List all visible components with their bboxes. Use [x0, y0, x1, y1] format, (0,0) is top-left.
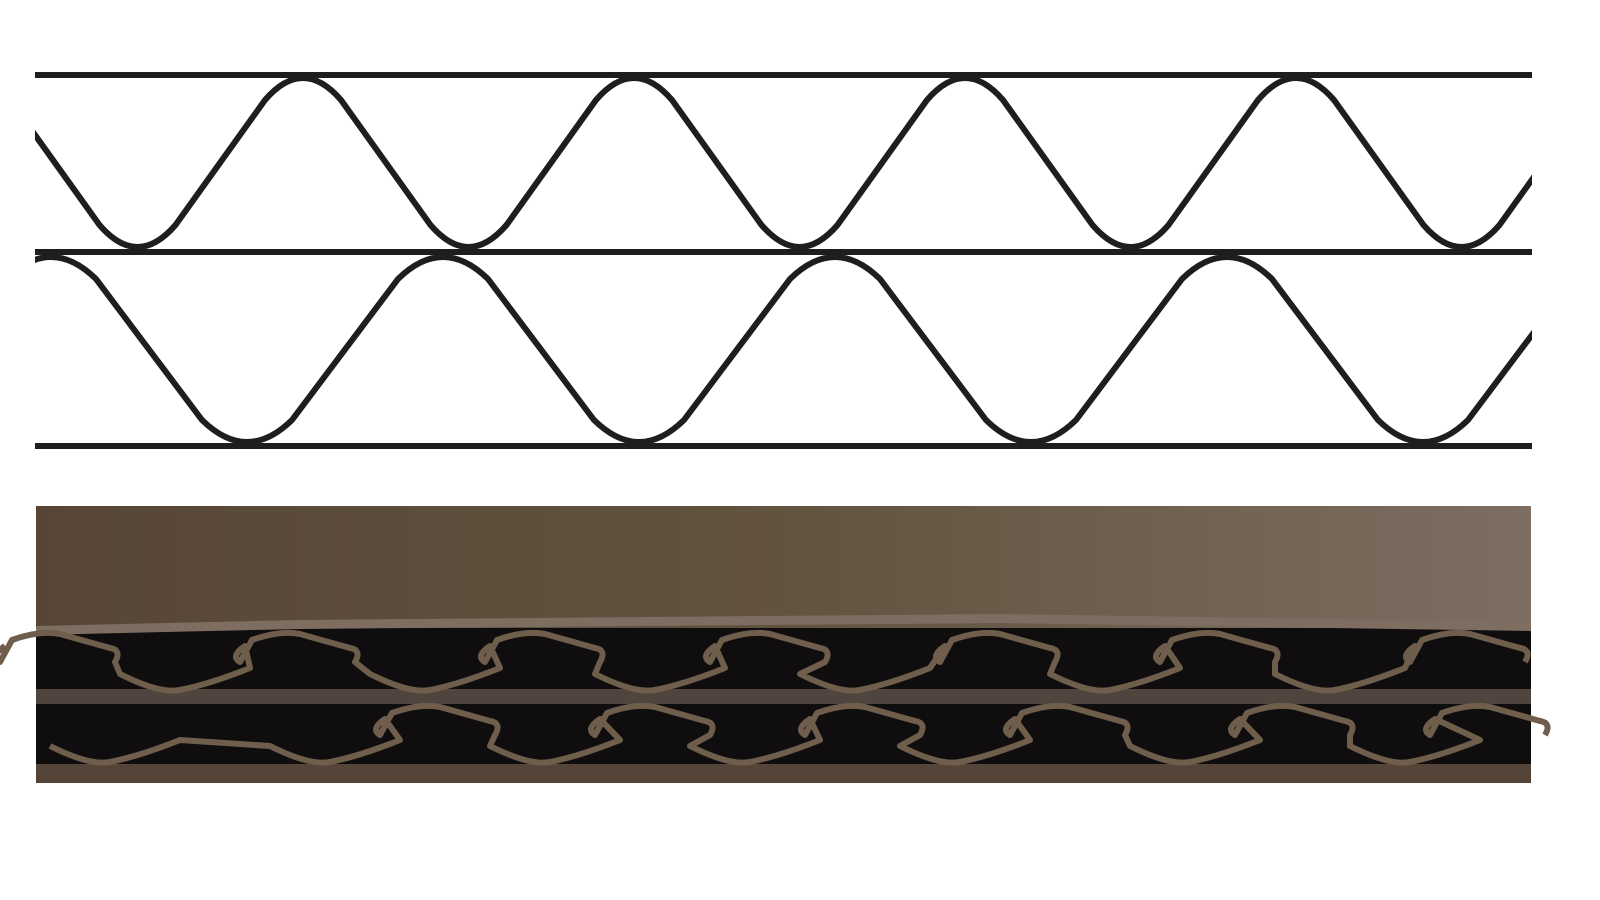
lower-flute-wave — [35, 254, 1532, 445]
line-diagram — [35, 72, 1532, 449]
upper-flute-cross-section — [0, 629, 1531, 694]
upper-flute-wave — [35, 75, 1532, 250]
cross-section-illustration — [0, 506, 1551, 783]
top-liner-edge — [36, 614, 1531, 635]
middle-liner — [36, 689, 1531, 704]
bottom-liner — [36, 764, 1531, 783]
lower-flute-cross-section — [48, 702, 1551, 766]
